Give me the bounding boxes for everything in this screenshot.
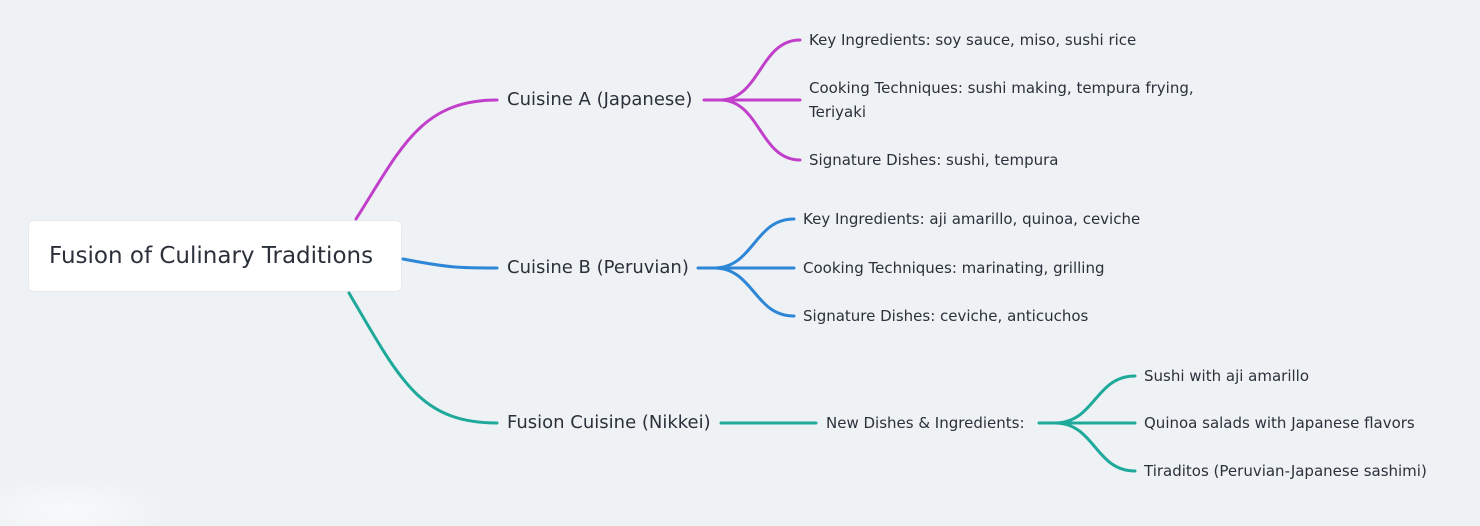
leaf-japanese-key-ingredients[interactable]: Key Ingredients: soy sauce, miso, sushi … xyxy=(809,31,1137,49)
leaf-peruvian-cooking-techniques[interactable]: Cooking Techniques: marinating, grilling xyxy=(803,259,1105,277)
connector-root-to-nikkei xyxy=(347,291,499,425)
connector-new-dishes-to-sushi xyxy=(1037,374,1137,425)
root-node-label: Fusion of Culinary Traditions xyxy=(49,243,374,269)
branch-node-peruvian[interactable]: Cuisine B (Peruvian) xyxy=(507,257,689,278)
branch-node-nikkei[interactable]: Fusion Cuisine (Nikkei) xyxy=(507,412,711,433)
branch-node-japanese[interactable]: Cuisine A (Japanese) xyxy=(507,89,693,110)
background-smudge xyxy=(0,476,170,526)
connector-peruvian-to-signature-dishes xyxy=(712,266,796,318)
connector-new-dishes-to-tiraditos xyxy=(1053,421,1137,473)
connector-peruvian-to-key-ingredients xyxy=(696,217,796,270)
leaf-nikkei-quinoa-salads[interactable]: Quinoa salads with Japanese flavors xyxy=(1144,414,1415,432)
leaf-japanese-cooking-techniques[interactable]: Cooking Techniques: sushi making, tempur… xyxy=(809,79,1194,97)
leaf-peruvian-key-ingredients[interactable]: Key Ingredients: aji amarillo, quinoa, c… xyxy=(803,210,1141,228)
root-node[interactable] xyxy=(29,221,401,291)
connector-root-to-japanese xyxy=(354,98,499,221)
leaf-peruvian-signature-dishes[interactable]: Signature Dishes: ceviche, anticuchos xyxy=(803,307,1089,325)
connector-root-to-peruvian xyxy=(401,257,499,270)
leaf-nikkei-sushi-aji-amarillo[interactable]: Sushi with aji amarillo xyxy=(1144,367,1310,385)
leaf-japanese-cooking-techniques-continued[interactable]: Teriyaki xyxy=(809,103,867,121)
sub-node-new-dishes-ingredients[interactable]: New Dishes & Ingredients: xyxy=(826,414,1025,432)
leaf-nikkei-tiraditos[interactable]: Tiraditos (Peruvian-Japanese sashimi) xyxy=(1144,462,1427,480)
connector-japanese-to-signature-dishes xyxy=(718,98,802,162)
leaf-japanese-signature-dishes[interactable]: Signature Dishes: sushi, tempura xyxy=(809,151,1059,169)
connector-japanese-to-key-ingredients xyxy=(702,38,802,102)
